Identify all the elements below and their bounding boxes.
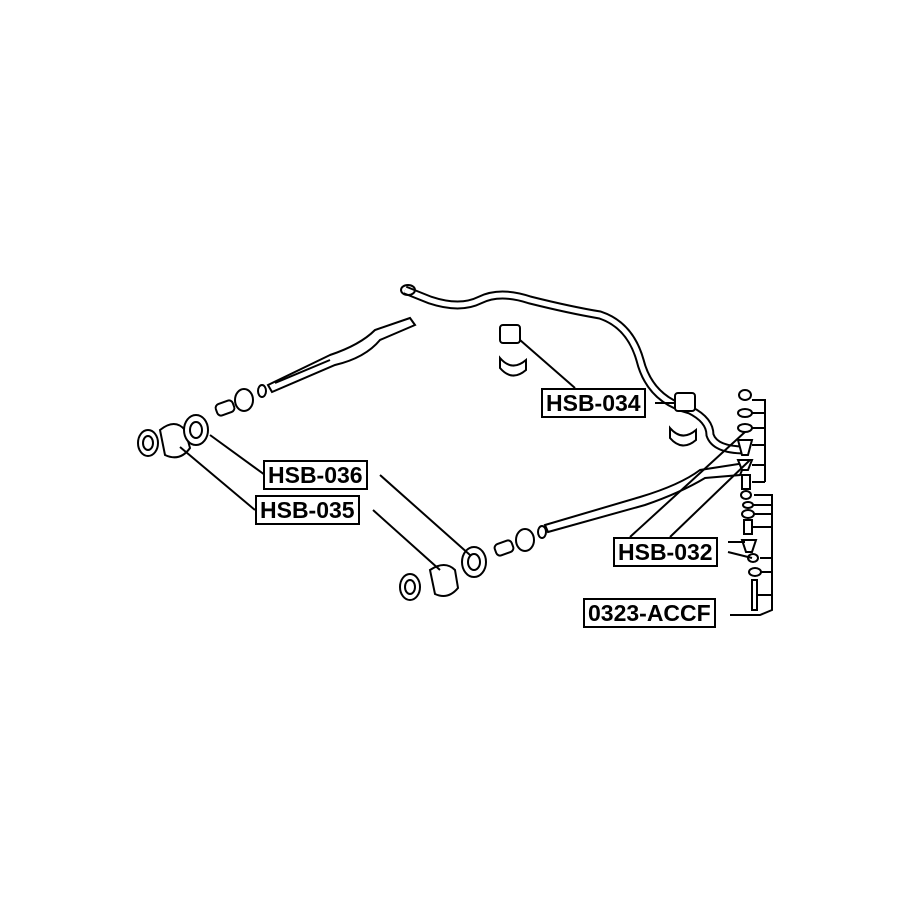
bushing-set-left [137,384,267,459]
part-label-hsb-032[interactable]: HSB-032 [613,537,718,567]
part-label-0323-accf[interactable]: 0323-ACCF [583,598,716,628]
bar-end-eye [400,284,416,296]
strut-rod-right [543,461,747,534]
part-label-hsb-034[interactable]: HSB-034 [541,388,646,418]
bushing-set-right [399,525,547,601]
link-hardware-stack [736,389,762,611]
leader-lines [179,339,773,616]
stabilizer-bushings [499,324,697,447]
part-label-hsb-036[interactable]: HSB-036 [263,460,368,490]
stabilizer-bar [403,285,746,455]
strut-rod-left [266,316,417,394]
part-label-hsb-035[interactable]: HSB-035 [255,495,360,525]
